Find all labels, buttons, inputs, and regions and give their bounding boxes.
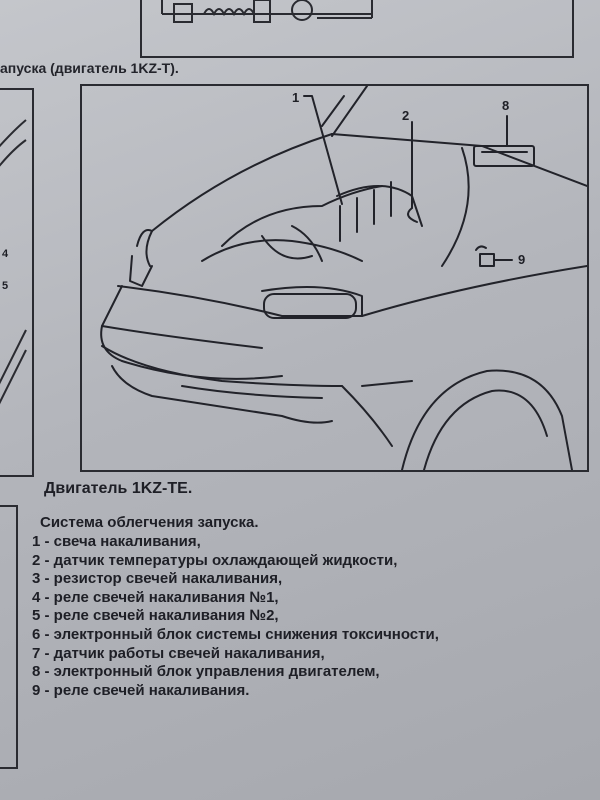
adjacent-callout-4: 4 [2, 248, 9, 260]
legend-item-7: 7 - датчик работы свечей накаливания, [32, 644, 325, 662]
callout-1: 1 [292, 90, 300, 105]
adjacent-figure-drawing [0, 119, 27, 405]
callout-2: 2 [402, 108, 410, 123]
callout-9: 9 [518, 252, 526, 267]
legend-item-9: 9 - реле свечей накаливания. [32, 681, 250, 699]
legend-title: Система облегчения запуска. [40, 514, 259, 531]
wiring-diagram-fragment [140, 0, 574, 58]
legend-item-5: 5 - реле свечей накаливания №2, [32, 607, 279, 625]
figure-caption: Двигатель 1KZ-TE. [44, 480, 193, 497]
legend-item-2: 2 - датчик температуры охлаждающей жидко… [32, 551, 398, 569]
legend-item-6: 6 - электронный блок системы снижения то… [32, 625, 439, 643]
car-front-drawing [100, 86, 587, 470]
wiring-diagram-drawing [161, 0, 373, 23]
legend-item-3: 3 - резистор свечей накаливания, [32, 570, 283, 588]
adjacent-callout-5: 5 [2, 280, 9, 292]
engine-bay-illustration: 1 2 8 9 [80, 84, 589, 472]
previous-figure-caption: апуска (двигатель 1KZ-T). [0, 60, 179, 76]
callout-8: 8 [502, 98, 510, 113]
legend-item-8: 8 - электронный блок управления двигател… [32, 663, 380, 681]
legend-item-1: 1 - свеча накаливания, [32, 533, 201, 550]
legend-item-4: 4 - реле свечей накаливания №1, [32, 588, 279, 606]
adjacent-figure-edge: 4 5 [0, 88, 34, 477]
adjacent-frame-edge [0, 505, 18, 769]
legend-list: 1 - свеча накаливания, 2 - датчик темпер… [32, 533, 439, 700]
